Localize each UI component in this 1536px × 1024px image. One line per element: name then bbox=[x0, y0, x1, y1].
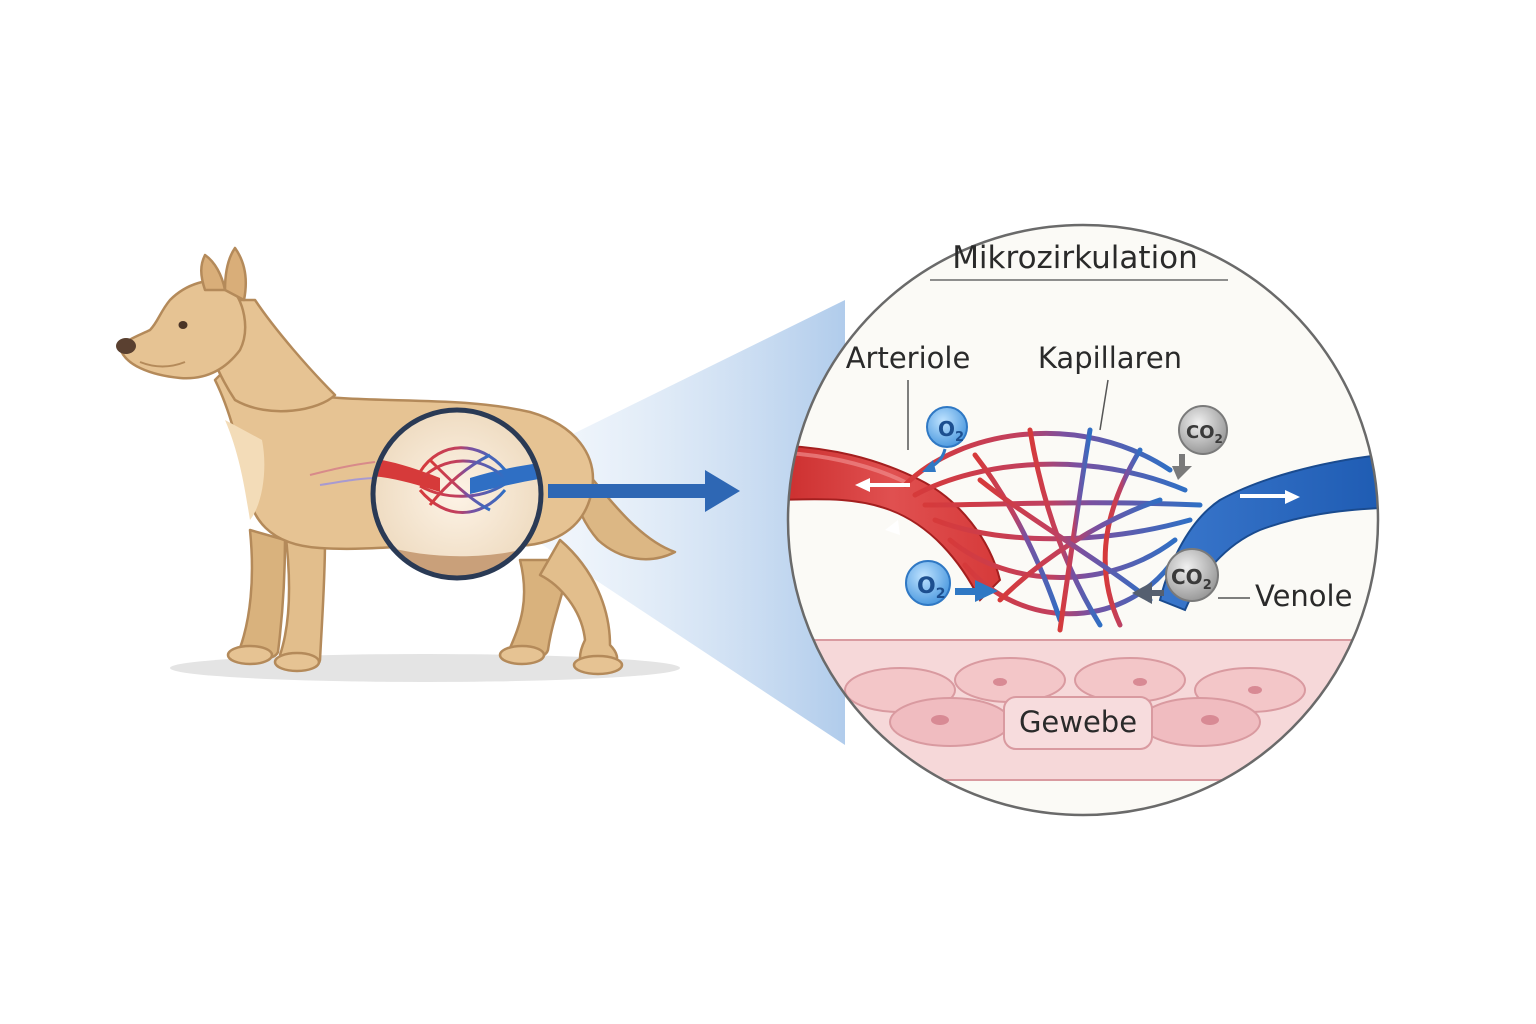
venule-vessel bbox=[1158, 453, 1378, 612]
oxygen-molecule-top: O2 bbox=[922, 406, 968, 472]
co2-molecule-top: CO2 bbox=[1172, 405, 1228, 480]
label-capillaries: Kapillaren bbox=[1038, 341, 1182, 375]
oxygen-top-base: O bbox=[938, 417, 955, 441]
co2-bottom-sub: 2 bbox=[1203, 578, 1212, 593]
diagram-title: Mikrozirkulation bbox=[952, 240, 1198, 276]
oxygen-molecule-bottom: O2 bbox=[905, 560, 998, 606]
magnified-view bbox=[786, 223, 1380, 817]
small-magnifier bbox=[370, 407, 544, 581]
svg-text:CO2: CO2 bbox=[1171, 565, 1212, 593]
label-arteriole: Arteriole bbox=[846, 341, 971, 375]
flow-arrows bbox=[855, 478, 1300, 535]
co2-top-base: CO bbox=[1186, 422, 1215, 443]
oxygen-top-sub: 2 bbox=[955, 430, 964, 445]
svg-text:CO2: CO2 bbox=[1186, 422, 1223, 446]
co2-molecule-bottom: CO2 bbox=[1132, 548, 1219, 604]
oxygen-bottom-base: O bbox=[917, 574, 936, 599]
leader-capillaries bbox=[1099, 379, 1109, 431]
svg-text:O2: O2 bbox=[938, 417, 964, 445]
label-tissue: Gewebe bbox=[1019, 705, 1137, 739]
zoom-beam bbox=[520, 300, 845, 745]
co2-top-sub: 2 bbox=[1215, 432, 1223, 446]
svg-text:O2: O2 bbox=[917, 574, 945, 602]
zoom-arrow bbox=[548, 470, 740, 512]
label-venule: Venole bbox=[1255, 579, 1352, 613]
co2-bottom-base: CO bbox=[1171, 565, 1203, 589]
oxygen-bottom-sub: 2 bbox=[936, 586, 946, 602]
tissue-label-box bbox=[1003, 696, 1153, 750]
